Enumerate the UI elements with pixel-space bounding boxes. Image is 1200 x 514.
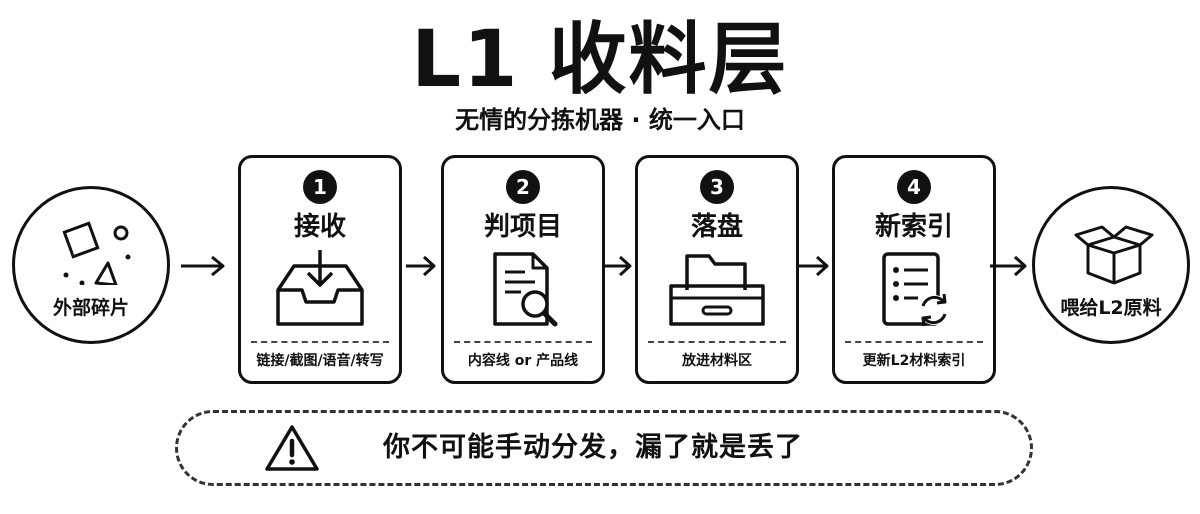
- warning-triangle-icon: [265, 425, 319, 471]
- step-number-badge: 2: [506, 170, 540, 204]
- page-title: L1 收料层: [411, 15, 789, 105]
- arrow-right-icon: [406, 255, 436, 277]
- card-divider: [454, 341, 592, 343]
- output-node-label: 喂给L2原料: [1060, 297, 1162, 319]
- step-card-store: 3 落盘 放进材料区: [635, 155, 799, 384]
- page-subtitle: 无情的分拣机器 · 统一入口: [455, 106, 745, 134]
- step-footer: 链接/截图/语音/转写: [256, 353, 384, 369]
- input-node-label: 外部碎片: [52, 297, 129, 319]
- arrow-right-icon: [990, 255, 1027, 277]
- step-card-classify: 2 判项目 内容线 or 产品线: [441, 155, 605, 384]
- arrow-right-icon: [602, 255, 632, 277]
- step-card-index: 4 新索引 更新L2材料索引: [832, 155, 996, 384]
- card-divider: [648, 341, 786, 343]
- document-search-icon: [493, 252, 558, 327]
- output-node: 喂给L2原料: [1032, 186, 1190, 344]
- step-number-badge: 3: [700, 170, 734, 204]
- step-title: 落盘: [690, 212, 743, 242]
- input-node: 外部碎片: [12, 186, 170, 344]
- step-number-badge: 4: [897, 170, 931, 204]
- arrow-right-icon: [181, 255, 225, 277]
- step-card-receive: 1 接收 链接/截图/语音/转写: [238, 155, 402, 384]
- open-box-icon: [1074, 225, 1154, 285]
- folder-drawer-icon: [669, 254, 765, 326]
- step-title: 判项目: [483, 212, 562, 242]
- step-title: 新索引: [874, 212, 953, 242]
- card-divider: [845, 341, 983, 343]
- step-footer: 内容线 or 产品线: [467, 353, 579, 369]
- list-refresh-icon: [882, 252, 949, 327]
- step-footer: 放进材料区: [682, 353, 752, 369]
- card-divider: [251, 341, 389, 343]
- arrow-right-icon: [799, 255, 829, 277]
- step-number-badge: 1: [303, 170, 337, 204]
- step-title: 接收: [293, 212, 346, 242]
- warning-text: 你不可能手动分发，漏了就是丢了: [383, 432, 803, 463]
- inbox-download-icon: [276, 250, 364, 326]
- scattered-shapes-icon: [62, 221, 131, 285]
- step-footer: 更新L2材料索引: [862, 353, 966, 369]
- warning-banner: 你不可能手动分发，漏了就是丢了: [175, 410, 1033, 486]
